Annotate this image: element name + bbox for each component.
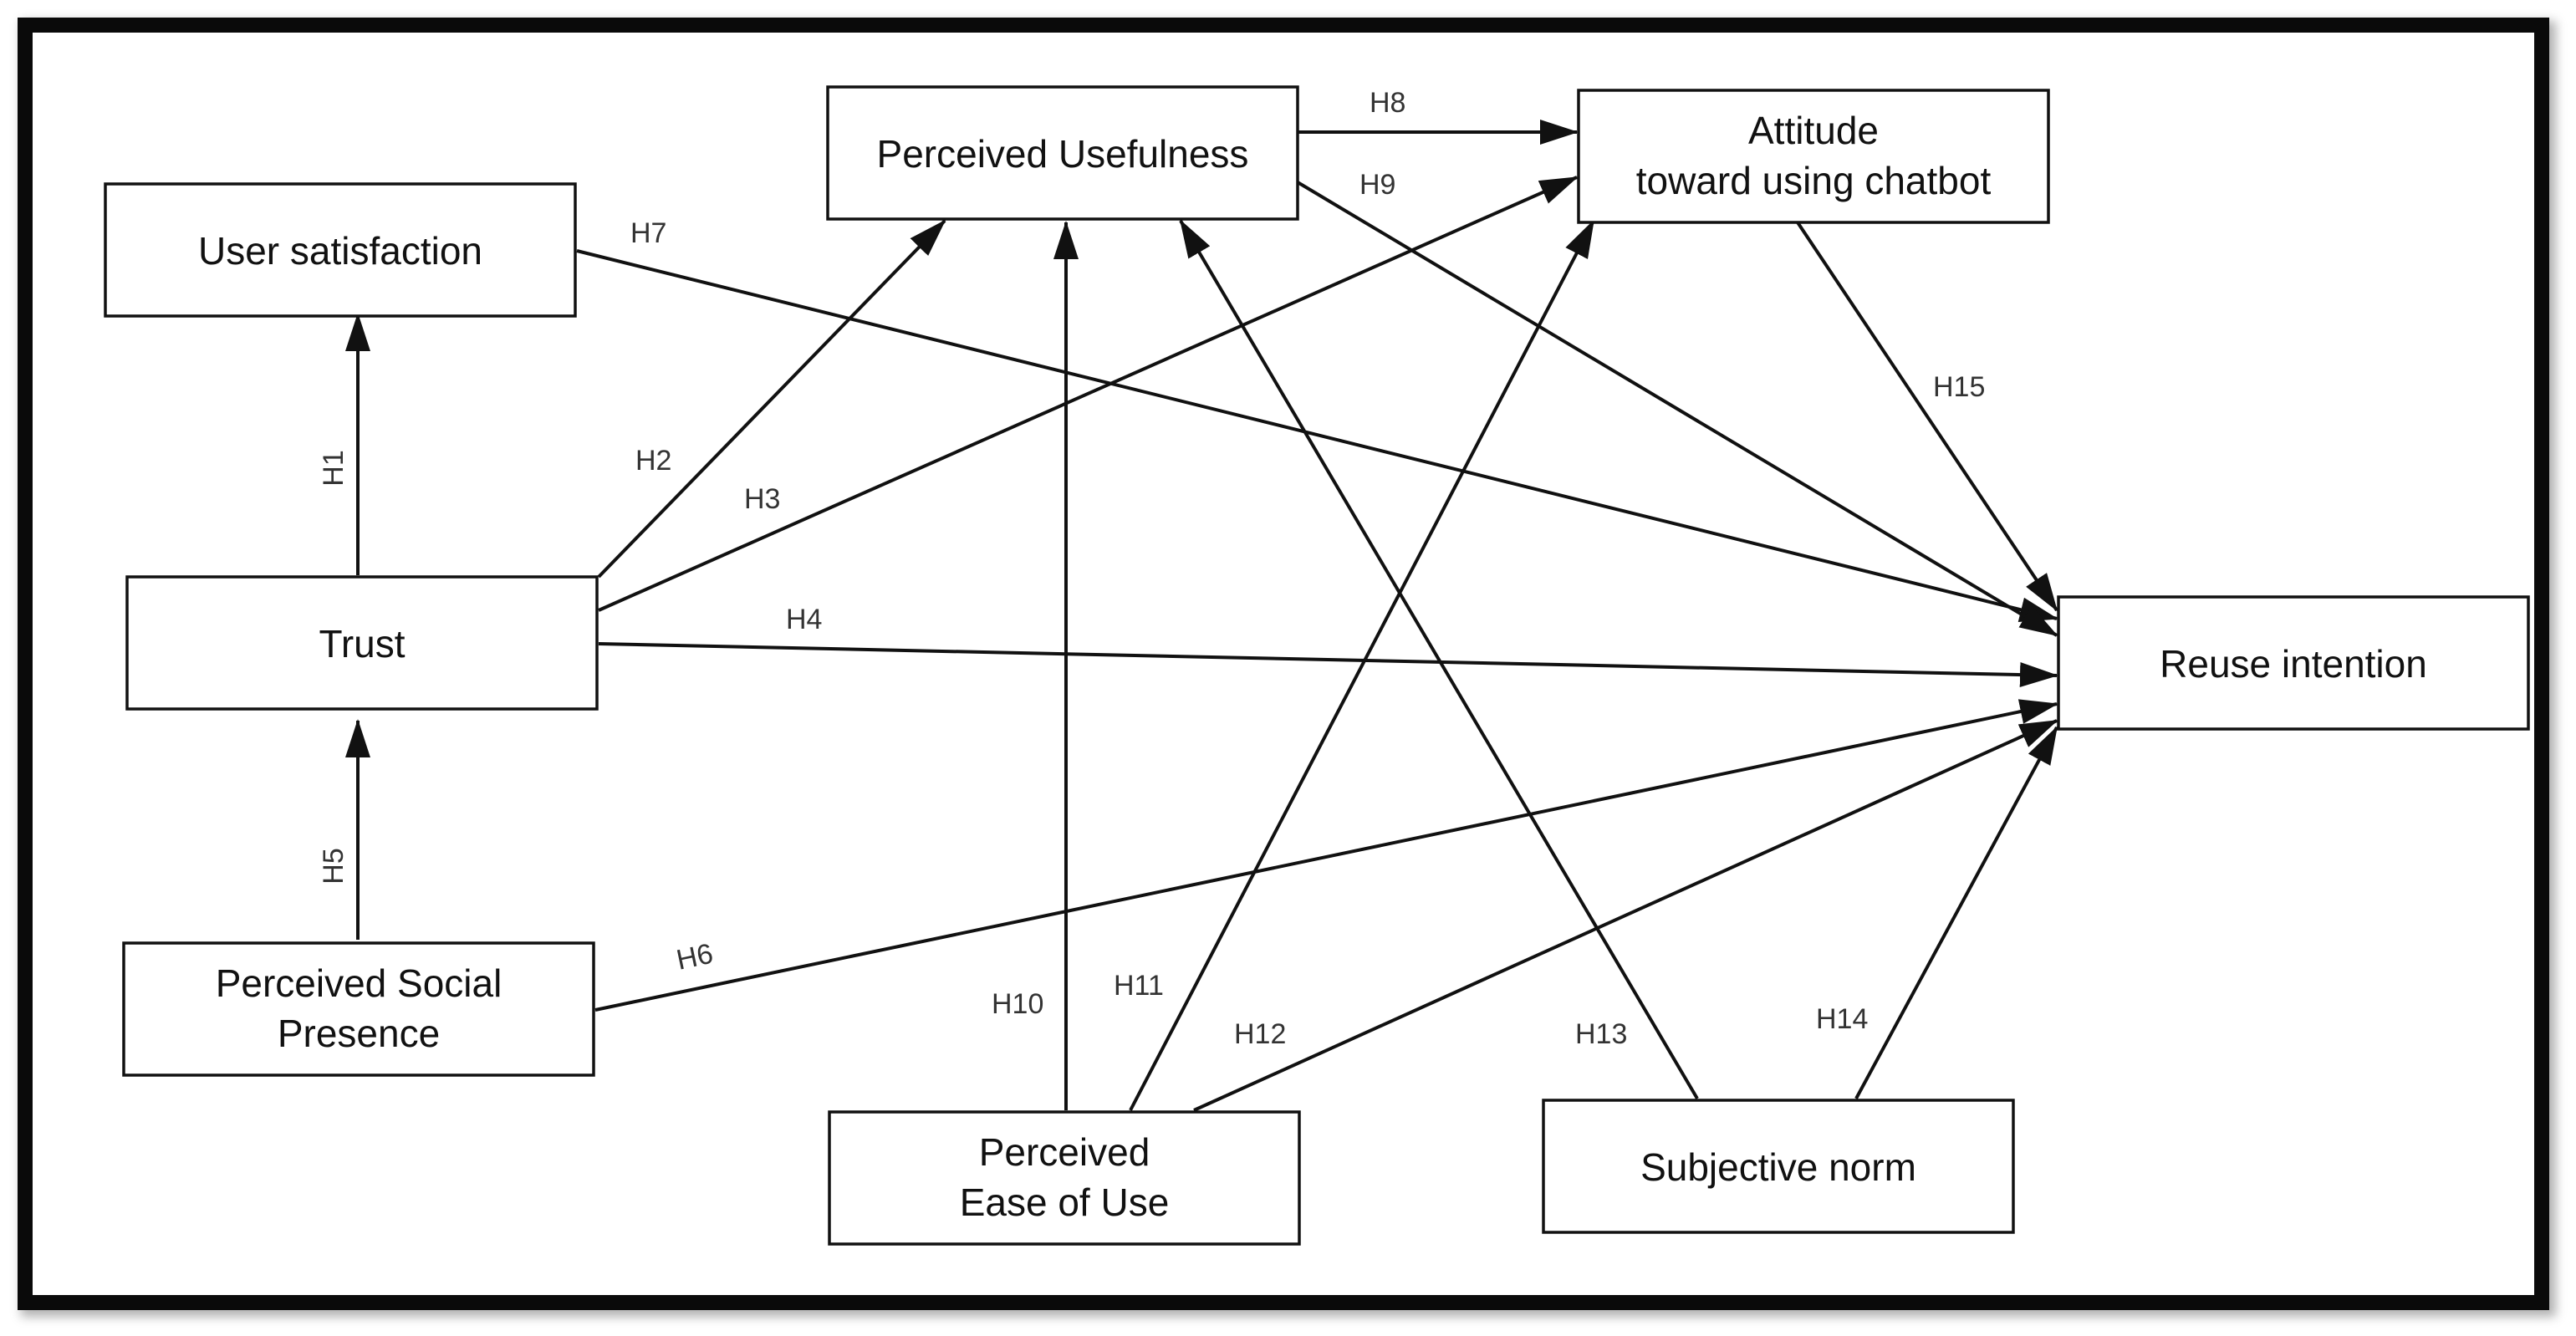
arrow-h11: [1129, 219, 1595, 1111]
label-h1: H1: [318, 450, 349, 486]
box-perceived-ease-of-use: Perceived Ease of Use: [828, 1110, 1301, 1246]
box-user-satisfaction-label: User satisfaction: [198, 229, 482, 273]
hypothesis-labels: H1 H2 H3 H4 H5 H6 H7 H8 H9 H10 H11 H12 H…: [318, 87, 1985, 1050]
arrow-h14: [1854, 726, 2058, 1099]
arrow-h9: [1296, 181, 2058, 637]
box-perceived-ease-of-use-label-line2: Ease of Use: [960, 1180, 1170, 1224]
arrow-h15: [1796, 221, 2058, 612]
arrow-h7: [576, 249, 2058, 622]
label-h11: H11: [1114, 970, 1164, 1002]
label-h8: H8: [1370, 87, 1405, 119]
hypothesis-arrows: [345, 120, 2058, 1112]
box-subjective-norm: Subjective norm: [1542, 1099, 2015, 1234]
box-attitude-label-line2: toward using chatbot: [1636, 159, 1992, 202]
arrow-h12: [1193, 719, 2058, 1112]
box-perceived-social-presence-label-line1: Perceived Social: [216, 961, 502, 1005]
box-perceived-social-presence: Perceived Social Presence: [122, 941, 595, 1077]
box-perceived-usefulness-label: Perceived Usefulness: [877, 132, 1249, 176]
box-reuse-intention-label: Reuse intention: [2160, 642, 2427, 686]
box-attitude: Attitude toward using chatbot: [1577, 89, 2050, 224]
box-perceived-social-presence-label-line2: Presence: [278, 1012, 440, 1055]
box-perceived-ease-of-use-label-line1: Perceived: [979, 1130, 1150, 1174]
box-trust: Trust: [125, 575, 599, 711]
label-h13: H13: [1575, 1018, 1627, 1050]
arrow-h2: [597, 219, 946, 579]
label-h9: H9: [1359, 169, 1395, 201]
arrow-h6: [594, 699, 2058, 1012]
arrow-h4: [598, 642, 2058, 688]
label-h5: H5: [318, 848, 349, 884]
label-h14: H14: [1816, 1003, 1868, 1035]
arrow-h3: [598, 176, 1579, 612]
box-reuse-intention: Reuse intention: [2057, 595, 2530, 731]
label-h3: H3: [744, 483, 780, 515]
arrow-h13: [1179, 219, 1699, 1100]
label-h2: H2: [635, 445, 671, 477]
label-h7: H7: [630, 217, 666, 249]
box-perceived-usefulness: Perceived Usefulness: [826, 85, 1299, 221]
label-h10: H10: [992, 988, 1043, 1020]
label-h4: H4: [786, 604, 822, 635]
box-subjective-norm-label: Subjective norm: [1640, 1145, 1916, 1189]
label-h12: H12: [1234, 1018, 1286, 1050]
construct-boxes: User satisfaction Trust Perceived Social…: [104, 85, 2530, 1246]
box-user-satisfaction: User satisfaction: [104, 182, 577, 318]
label-h15: H15: [1933, 371, 1985, 403]
label-h6: H6: [674, 938, 716, 977]
box-trust-label: Trust: [319, 622, 405, 665]
box-attitude-label-line1: Attitude: [1748, 109, 1879, 152]
